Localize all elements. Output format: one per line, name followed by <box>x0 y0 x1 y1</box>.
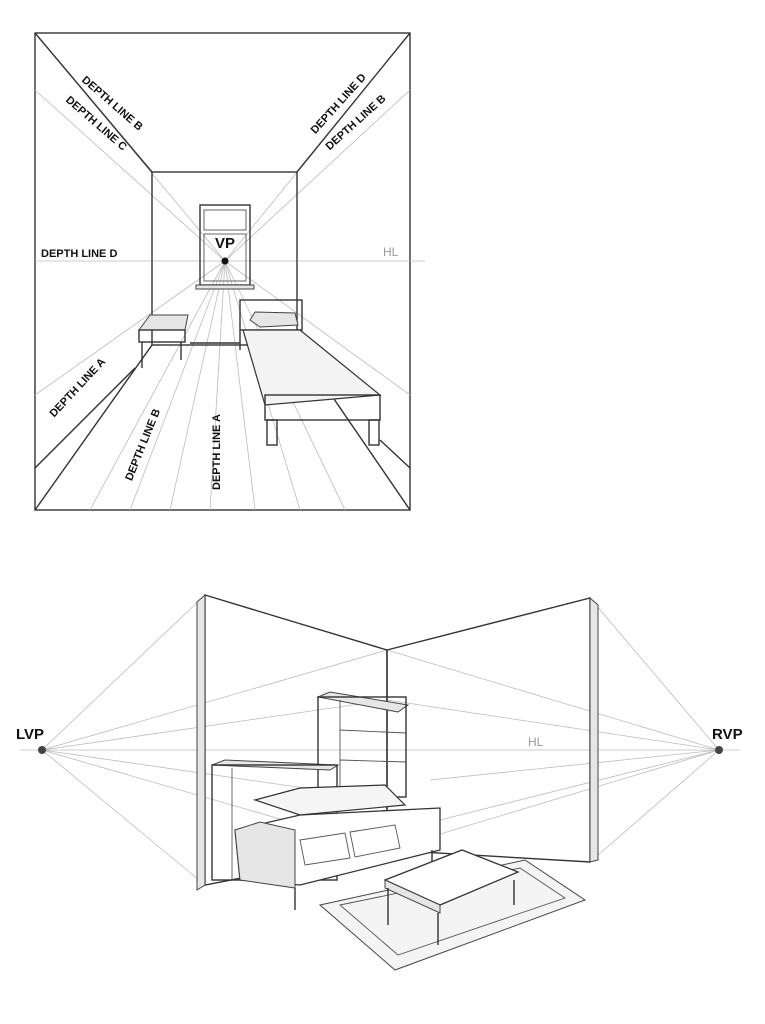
rvp-label: RVP <box>712 726 743 743</box>
nightstand <box>138 314 189 368</box>
bed <box>239 299 382 446</box>
depth-line-label: DEPTH LINE A <box>211 414 223 490</box>
outer-frame <box>34 32 411 511</box>
lvp-label: LVP <box>16 726 44 743</box>
one-point-perspective-room: VP HL DEPTH LINE B DEPTH LINE C DEPTH LI… <box>34 32 425 511</box>
back-wall <box>151 171 298 346</box>
coffee-table <box>383 849 520 945</box>
depth-line-label: DEPTH LINE A <box>48 356 109 420</box>
sofa <box>234 784 441 910</box>
hl-label: HL <box>383 245 399 259</box>
depth-line-label: DEPTH LINE B <box>123 407 163 482</box>
guide-lines <box>20 594 740 886</box>
window <box>195 204 255 290</box>
vp-label: VP <box>215 235 235 252</box>
two-point-perspective-room: LVP RVP HL <box>16 593 743 971</box>
right-vanishing-point-dot <box>715 746 723 754</box>
left-vanishing-point-dot <box>38 746 46 754</box>
depth-line-label: DEPTH LINE D <box>41 248 117 260</box>
hl-label: HL <box>528 735 544 749</box>
vanishing-point-dot <box>221 257 229 265</box>
